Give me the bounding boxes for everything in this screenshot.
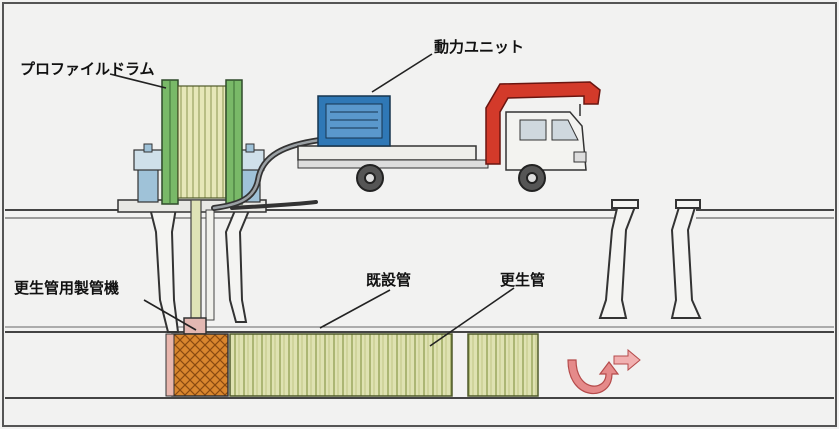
truck-wheels <box>356 164 546 192</box>
truck <box>297 81 601 192</box>
label-renewal-pipe: 更生管 <box>500 271 545 289</box>
manhole-left <box>148 207 252 333</box>
label-pipe-machine: 更生管用製管機 <box>14 279 119 297</box>
leader-profile-drum <box>109 73 167 89</box>
label-existing-pipe: 既設管 <box>366 271 411 289</box>
leader-existing-pipe <box>319 289 391 329</box>
profile-drum <box>161 79 243 205</box>
pipe-making-machine <box>165 317 229 397</box>
leader-power-unit <box>371 53 433 93</box>
manhole-right <box>598 199 702 319</box>
truck-cab <box>505 111 587 171</box>
label-profile-drum: プロファイルドラム <box>20 60 155 78</box>
ground-surface <box>5 209 834 219</box>
label-power-unit: 動力ユニット <box>434 38 524 56</box>
renewal-pipe <box>229 333 539 397</box>
power-unit <box>317 95 391 147</box>
leader-renewal-pipe <box>429 287 515 347</box>
u-turn-arrow-icon <box>567 359 620 395</box>
hydraulic-hose <box>211 137 323 211</box>
leader-lines <box>109 53 515 347</box>
crane-arm <box>485 81 601 165</box>
existing-pipe-band <box>5 326 834 399</box>
leader-pipe-machine <box>143 299 197 331</box>
right-arrow-icon <box>613 348 641 372</box>
